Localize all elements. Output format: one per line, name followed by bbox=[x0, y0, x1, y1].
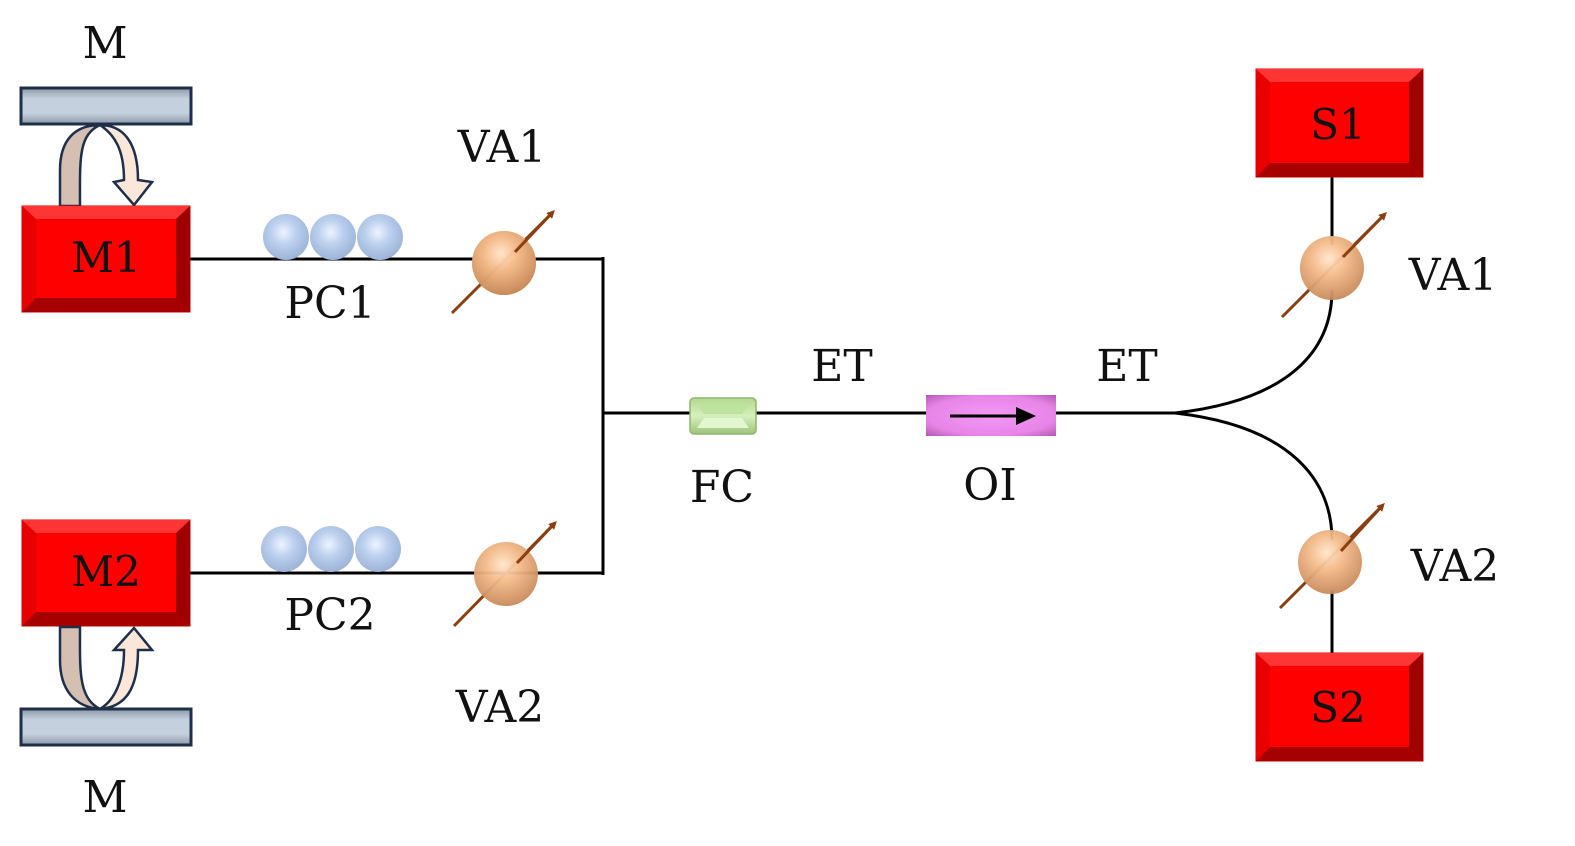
fc-label: FC bbox=[690, 462, 754, 513]
pc2-label: PC2 bbox=[284, 590, 375, 641]
fiber-split-lower bbox=[1174, 411, 1334, 541]
laser-m2-box bbox=[21, 519, 191, 627]
polarization-controller-pc2 bbox=[261, 526, 401, 572]
et-label-2: ET bbox=[1096, 341, 1157, 392]
variable-attenuator-va2-right bbox=[1278, 503, 1385, 610]
receiver-s2-label: S2 bbox=[1310, 683, 1366, 732]
va2-left-label: VA2 bbox=[455, 682, 545, 733]
mirror-top bbox=[19, 86, 193, 126]
va1-left-label: VA1 bbox=[457, 122, 547, 173]
polarization-controller-pc1 bbox=[263, 214, 403, 260]
pc1-label: PC1 bbox=[284, 278, 375, 329]
mirror-bottom bbox=[19, 707, 193, 747]
laser-m1-label: M1 bbox=[71, 233, 141, 282]
variable-attenuator-va1-right bbox=[1280, 212, 1387, 319]
laser-m2-label: M2 bbox=[71, 547, 141, 596]
receiver-s1-label: S1 bbox=[1310, 100, 1366, 149]
feedback-arrow-bottom-icon bbox=[58, 625, 155, 711]
oi-label: OI bbox=[963, 460, 1016, 511]
mirror-top-label: M bbox=[82, 18, 127, 69]
fiber-split-upper bbox=[1174, 289, 1334, 415]
et-label-1: ET bbox=[811, 341, 872, 392]
laser-m1-box bbox=[21, 205, 191, 313]
feedback-arrow-top-icon bbox=[58, 123, 155, 208]
optical-isolator bbox=[926, 395, 1056, 436]
variable-attenuator-va1-left bbox=[450, 210, 555, 315]
va2-right-label: VA2 bbox=[1410, 541, 1500, 592]
va1-right-label: VA1 bbox=[1408, 250, 1498, 301]
receiver-s1-box bbox=[1255, 68, 1424, 178]
mirror-bottom-label: M bbox=[82, 772, 127, 823]
variable-attenuator-va2-left bbox=[452, 521, 557, 628]
receiver-s2-box bbox=[1255, 652, 1424, 762]
fiber-coupler bbox=[689, 397, 757, 435]
